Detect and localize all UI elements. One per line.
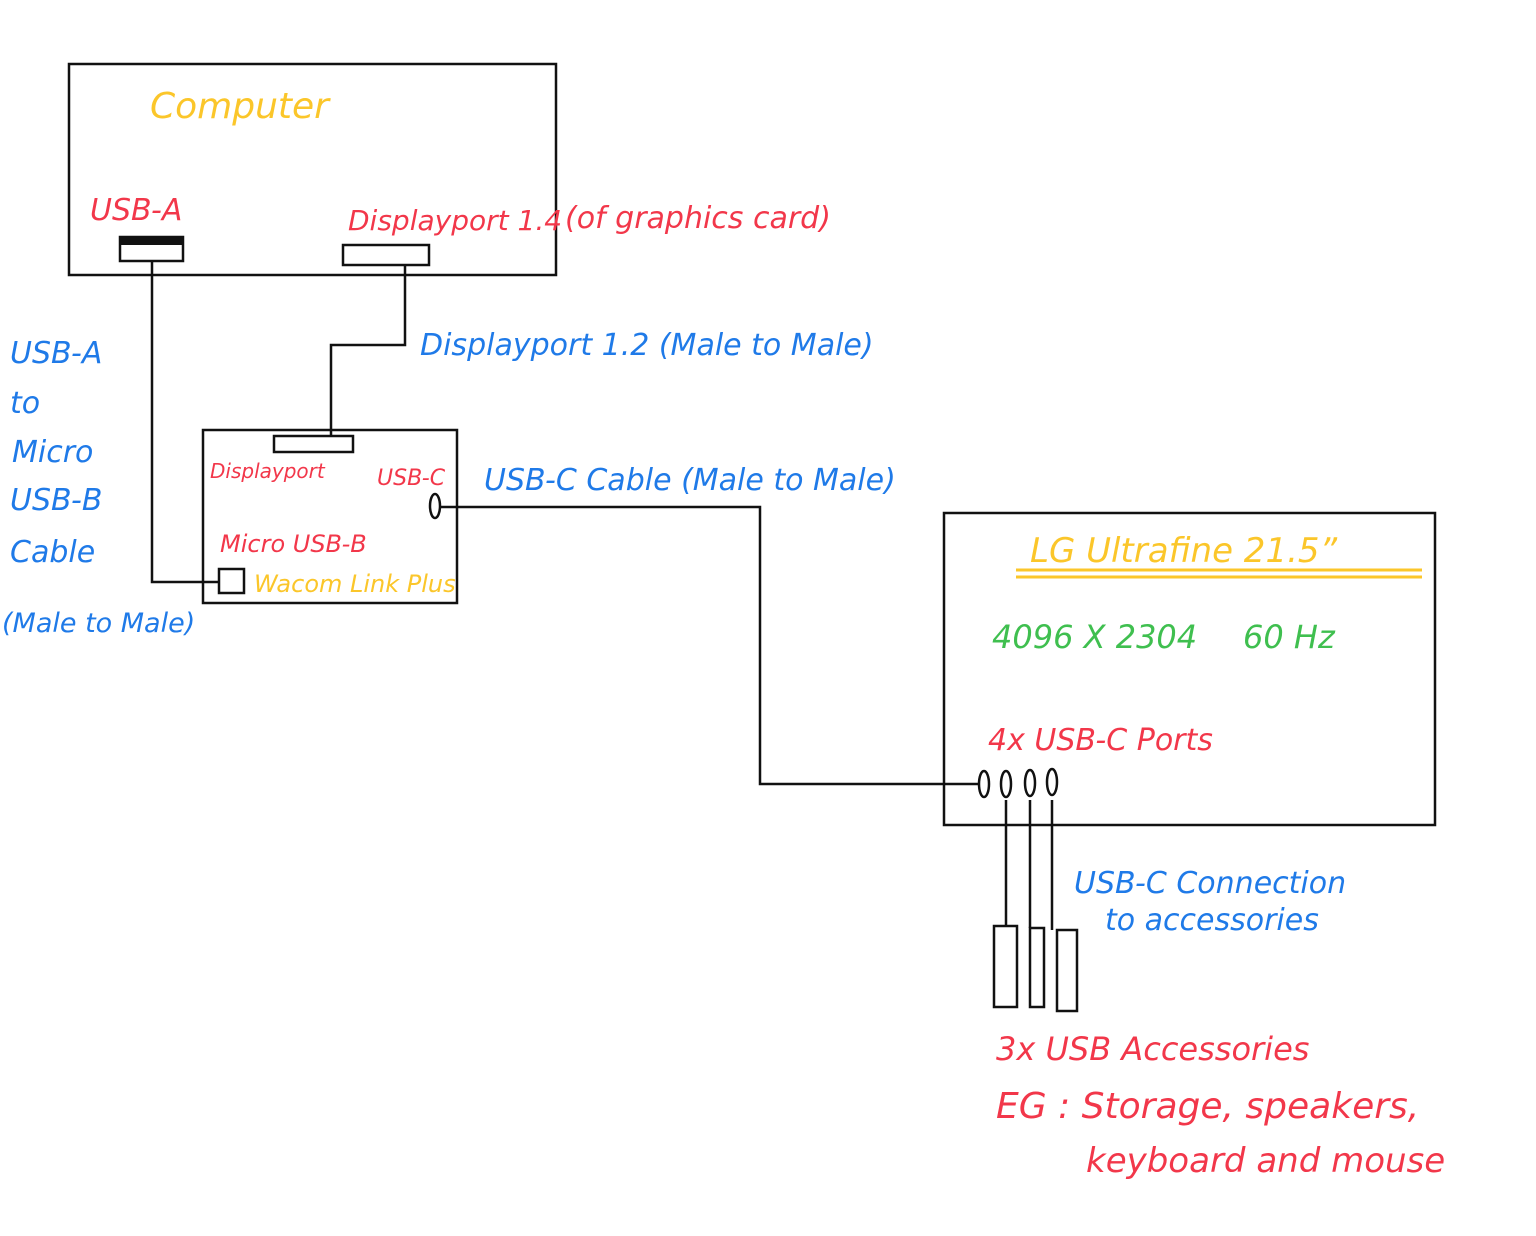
wacom-usb-c-label: USB-C [377, 466, 446, 491]
wacom-box [201, 428, 459, 605]
accessory-3 [1055, 928, 1079, 1013]
wacom-link-plus-node: Displayport USB-C Micro USB-B Wacom Link… [201, 428, 459, 605]
usb-a-to-micro-line-5: Cable [10, 535, 95, 570]
usb-a-port-label: USB-A [90, 193, 182, 228]
usb-a-to-micro-label: USB-A to Micro USB-B Cable (Male to Male… [2, 336, 195, 639]
usb-a-to-micro-line-6: (Male to Male) [2, 608, 195, 639]
monitor-ports-label: 4x USB-C Ports [988, 723, 1213, 758]
usb-a-to-micro-line-4: USB-B [10, 483, 102, 518]
wacom-micro-usb-port [217, 567, 246, 595]
displayport-cable-label: Displayport 1.2 (Male to Male) [420, 328, 874, 363]
wacom-usb-c-port [428, 492, 442, 520]
accessories-description-2: EG : Storage, speakers, [996, 1086, 1419, 1127]
monitor-node: LG Ultrafine 21.5” 4096 X 2304 60 Hz 4x … [942, 511, 1437, 827]
accessories-node: USB-C Connection to accessories 3x USB A… [992, 866, 1445, 1181]
accessories-description-1: 3x USB Accessories [996, 1030, 1309, 1068]
accessory-2 [1028, 926, 1046, 1009]
accessories-description-3: keyboard and mouse [1086, 1141, 1445, 1181]
monitor-usb-c-port-3 [1023, 768, 1037, 798]
computer-box [67, 62, 558, 277]
usb-a-to-micro-line-3: Micro [12, 435, 93, 470]
usb-c-cable-label: USB-C Cable (Male to Male) [484, 463, 896, 498]
usb-c-cable [440, 505, 980, 786]
accessory-connection-label-2: to accessories [1105, 903, 1319, 938]
monitor-usb-c-port-2 [999, 769, 1013, 799]
computer-title: Computer [150, 86, 331, 127]
displayport-cable [329, 265, 407, 436]
usb-a-port-contacts [121, 237, 182, 245]
monitor-refresh-rate: 60 Hz [1243, 618, 1336, 656]
wacom-micro-usb-label: Micro USB-B [220, 530, 367, 558]
wacom-displayport-port [272, 434, 355, 454]
graphics-card-note: (of graphics card) [565, 201, 831, 236]
accessory-1 [992, 924, 1019, 1009]
wacom-title: Wacom Link Plus [254, 570, 456, 598]
usb-a-to-micro-line-2: to [10, 386, 40, 421]
monitor-usb-c-port-4 [1045, 767, 1059, 797]
accessory-connection-label-1: USB-C Connection [1074, 866, 1346, 901]
displayport-14-port [341, 243, 431, 267]
displayport-14-label: Displayport 1.4 [348, 204, 562, 237]
monitor-resolution: 4096 X 2304 [992, 618, 1197, 656]
computer-node: Computer USB-A Displayport 1.4 [67, 62, 562, 277]
usb-a-to-micro-cable [150, 261, 219, 584]
wacom-displayport-label: Displayport [210, 459, 326, 483]
monitor-box [942, 511, 1437, 827]
monitor-usb-c-port-1 [977, 769, 991, 799]
monitor-title: LG Ultrafine 21.5” [1030, 531, 1338, 571]
usb-a-to-micro-line-1: USB-A [10, 336, 102, 371]
